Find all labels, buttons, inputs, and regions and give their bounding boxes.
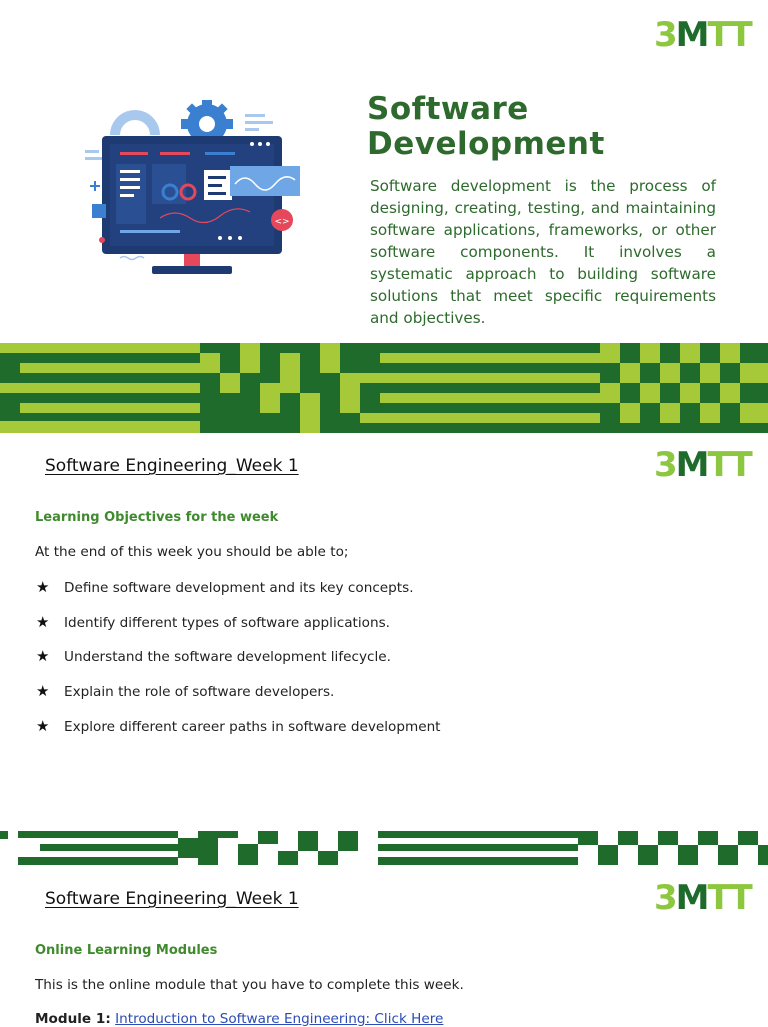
- hero-description: Software development is the process of d…: [370, 177, 716, 327]
- online-modules-heading: Online Learning Modules: [35, 943, 218, 958]
- brand-logo-section1: 3MTT: [654, 445, 753, 485]
- learning-objectives-heading: Learning Objectives for the week: [35, 510, 279, 525]
- section-title-objectives: Software Engineering_Week 1: [45, 456, 299, 476]
- star-icon: ★: [36, 613, 50, 631]
- decorative-pattern-band-2: [0, 831, 768, 865]
- brand-logo: 3MTT: [654, 15, 753, 55]
- hero-title: Software Development: [367, 91, 605, 162]
- section-title-modules: Software Engineering_Week 1: [45, 889, 299, 909]
- star-icon: ★: [36, 578, 50, 596]
- star-icon: ★: [36, 647, 50, 665]
- module-1-row: Module 1: Introduction to Software Engin…: [35, 1011, 443, 1027]
- svg-text:<>: <>: [274, 217, 289, 227]
- module-1-link[interactable]: Introduction to Software Engineering: Cl…: [115, 1011, 444, 1027]
- module-1-label: Module 1:: [35, 1011, 111, 1027]
- star-icon: ★: [36, 717, 50, 735]
- list-item: ★Explain the role of software developers…: [36, 682, 335, 700]
- list-item: ★Understand the software development lif…: [36, 647, 391, 665]
- modules-intro: This is the online module that you have …: [35, 977, 464, 993]
- list-item: ★Identify different types of software ap…: [36, 613, 390, 631]
- objectives-list: ★Define software development and its key…: [36, 0, 636, 1024]
- hero-illustration: <>: [80, 100, 305, 280]
- star-icon: ★: [36, 682, 50, 700]
- decorative-pattern-band: [0, 343, 768, 433]
- list-item: ★Define software development and its key…: [36, 578, 414, 596]
- objectives-intro: At the end of this week you should be ab…: [35, 544, 349, 560]
- brand-logo-section2: 3MTT: [654, 878, 753, 918]
- list-item: ★Explore different career paths in softw…: [36, 717, 441, 735]
